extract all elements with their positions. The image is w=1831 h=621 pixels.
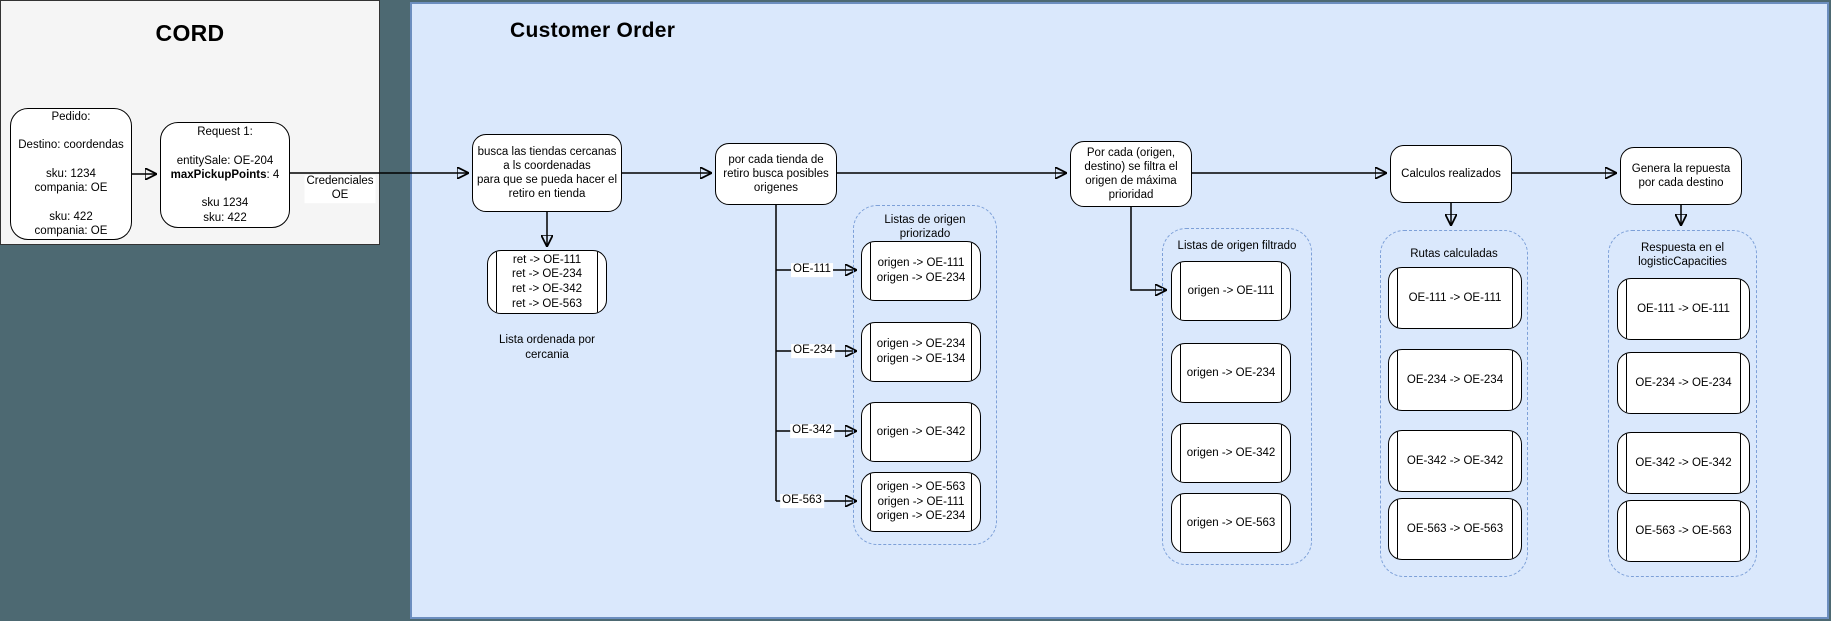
rutas-box: OE-234 -> OE-234 <box>1388 349 1522 411</box>
branch-label-oe-563: OE-563 <box>780 494 824 508</box>
respuesta-box: OE-342 -> OE-342 <box>1617 432 1750 494</box>
branch-label-oe-342: OE-342 <box>790 424 834 438</box>
priorizado-box: origen -> OE-111 origen -> OE-234 <box>861 241 981 301</box>
rutas-box: OE-111 -> OE-111 <box>1388 267 1522 329</box>
group-respuesta: Respuesta en el logisticCapacities OE-11… <box>1608 230 1757 577</box>
por-cada-origen-node: Por cada (origen, destino) se filtra el … <box>1070 141 1192 207</box>
group-rutas: Rutas calculadas OE-111 -> OE-111 OE-234… <box>1380 230 1528 577</box>
group-filtrado-title: Listas de origen filtrado <box>1177 240 1297 252</box>
edge-label-credenciales: Credenciales OE <box>304 175 376 203</box>
cord-title: CORD <box>155 20 225 46</box>
busca-tiendas-node: busca las tiendas cercanas a ls coordena… <box>472 134 622 212</box>
ret-list-node: ret -> OE-111 ret -> OE-234 ret -> OE-34… <box>487 250 607 314</box>
branch-label-oe-111: OE-111 <box>791 263 833 277</box>
filtrado-box: origen -> OE-111 <box>1171 261 1291 321</box>
priorizado-box: origen -> OE-563 origen -> OE-111 origen… <box>861 472 981 532</box>
customer-order-title: Customer Order <box>510 19 676 42</box>
customer-order-panel <box>410 2 1829 619</box>
calculos-node: Calculos realizados <box>1390 145 1512 203</box>
request-bold-key: maxPickupPoints <box>170 168 267 181</box>
por-cada-tienda-node: por cada tienda de retiro busca posibles… <box>715 143 837 205</box>
filtrado-box: origen -> OE-563 <box>1171 493 1291 553</box>
group-priorizado: Listas de origen priorizado origen -> OE… <box>853 205 997 545</box>
group-respuesta-title: Respuesta en el logisticCapacities <box>1638 242 1727 269</box>
priorizado-box: origen -> OE-234 origen -> OE-134 <box>861 322 981 382</box>
request-top-lines: Request 1: entitySale: OE-204 <box>176 126 274 167</box>
branch-label-oe-234: OE-234 <box>791 344 835 358</box>
group-filtrado: Listas de origen filtrado origen -> OE-1… <box>1162 228 1312 565</box>
group-priorizado-title: Listas de origen priorizado <box>884 214 966 241</box>
rutas-box: OE-563 -> OE-563 <box>1388 498 1522 560</box>
respuesta-box: OE-111 -> OE-111 <box>1617 278 1750 340</box>
genera-respuesta-node: Genera la repuesta por cada destino <box>1620 147 1742 205</box>
ret-list-caption: Lista ordenada por cercania <box>499 334 595 361</box>
request-bold-rest: : 4 <box>266 168 280 181</box>
request-node: Request 1: entitySale: OE-204 maxPickupP… <box>160 122 290 228</box>
priorizado-box: origen -> OE-342 <box>861 402 981 462</box>
pedido-node: Pedido: Destino: coordendas sku: 1234 co… <box>10 108 132 240</box>
filtrado-box: origen -> OE-234 <box>1171 343 1291 403</box>
request-bold-line: maxPickupPoints: 4 <box>171 168 280 182</box>
respuesta-box: OE-563 -> OE-563 <box>1617 500 1750 562</box>
group-rutas-title: Rutas calculadas <box>1410 248 1498 260</box>
rutas-box: OE-342 -> OE-342 <box>1388 430 1522 492</box>
filtrado-box: origen -> OE-342 <box>1171 423 1291 483</box>
respuesta-box: OE-234 -> OE-234 <box>1617 352 1750 414</box>
request-bottom-lines: sku 1234 sku: 422 <box>201 197 249 224</box>
